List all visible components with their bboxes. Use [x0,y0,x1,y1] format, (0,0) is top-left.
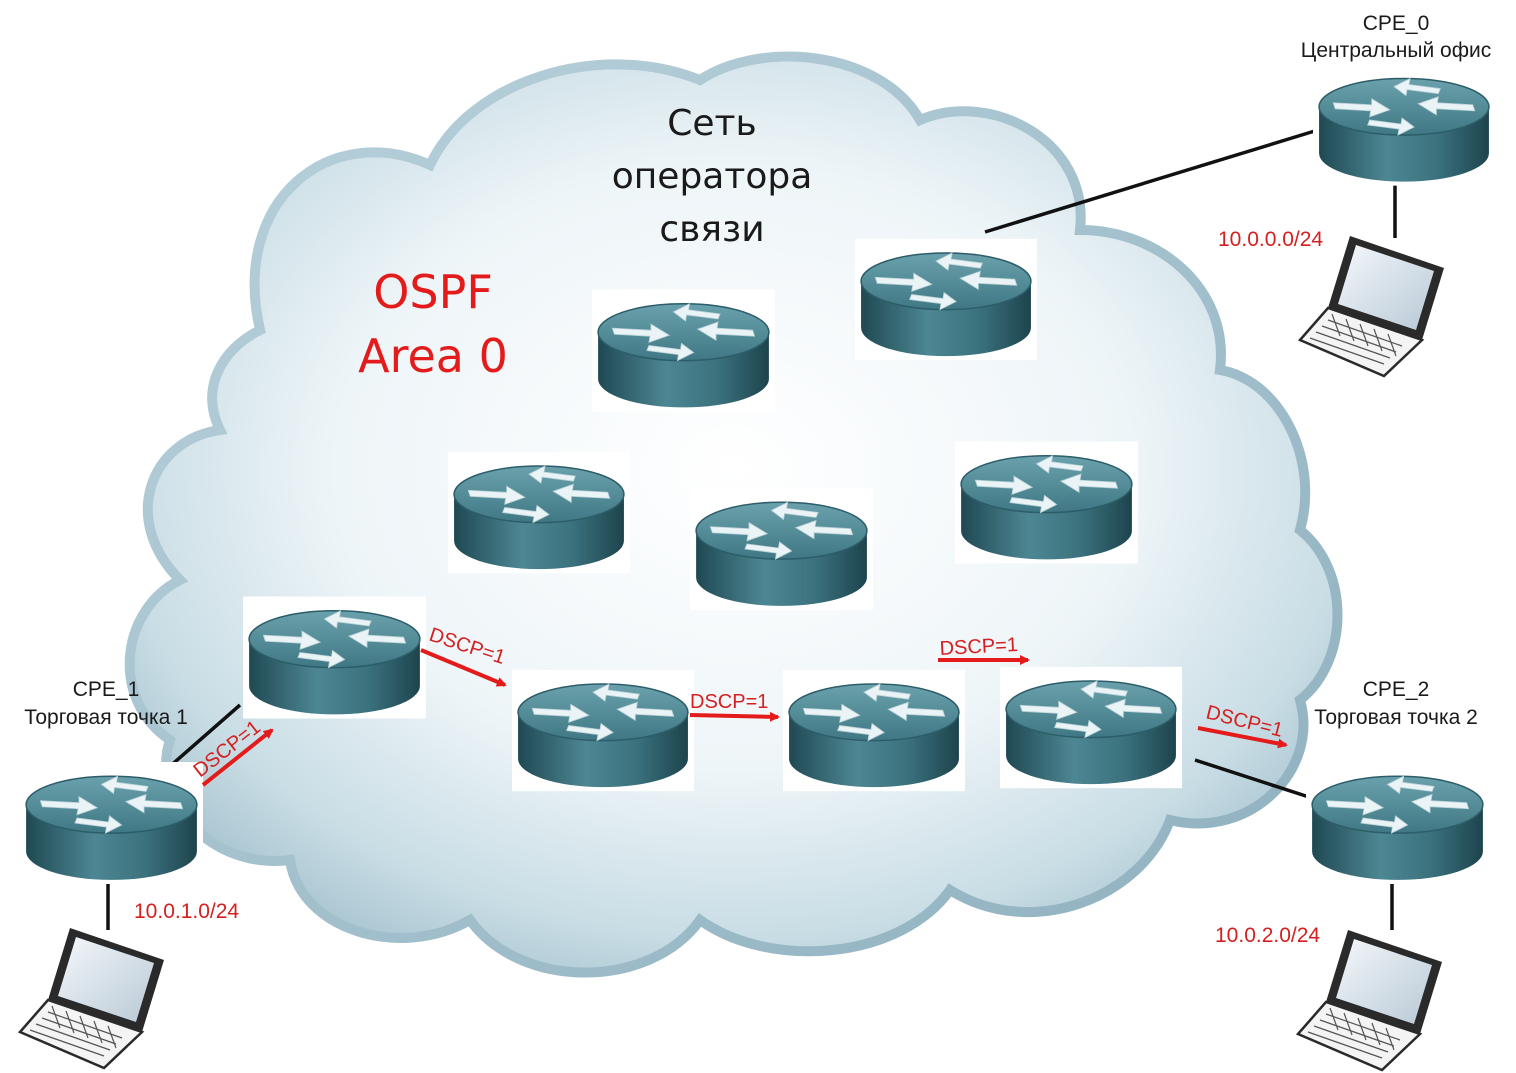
router-icon [243,595,426,720]
cpe1-name: CPE_1 [73,678,140,701]
router-icon [20,762,203,884]
cpe1-subnet: 10.0.1.0/24 [134,900,239,923]
laptop-icon [1298,234,1446,378]
router-icon [955,440,1138,565]
dscp-label: DSCP=1 [939,634,1018,660]
ospf-label: OSPF [373,265,493,319]
cpe0-subnet: 10.0.0.0/24 [1218,228,1323,251]
dscp-arrow [201,728,274,787]
cpe2-name: CPE_2 [1363,678,1430,701]
dscp-arrow [689,711,780,722]
cpe2-desc: Торговая точка 2 [1314,706,1478,729]
router-icon [448,451,630,574]
dscp-arrow [420,648,507,687]
router-icon [1000,666,1182,789]
router-icon [1313,64,1495,186]
router-icon [512,669,694,792]
dscp-label: DSCP=1 [690,691,768,713]
laptop-icon [1296,928,1444,1072]
cpe1-desc: Торговая точка 1 [24,706,188,729]
router-icon [783,669,965,792]
cpe2-subnet: 10.0.2.0/24 [1215,924,1320,947]
cpe0-desc: Центральный офис [1301,39,1491,62]
links [106,128,1397,930]
dscp-arrow [1197,726,1288,749]
router-icon [1306,762,1489,884]
laptop-icon [18,926,166,1070]
cpe0-name: CPE_0 [1363,12,1430,35]
link-core-cpe0 [984,128,1319,234]
cloud-title-line: связи [659,209,764,250]
router-icon [855,238,1037,361]
link-core-cpe2 [1194,758,1313,800]
router-icon [592,288,775,413]
area-label: Area 0 [358,329,508,383]
router-icon [690,487,873,611]
cloud-title-line: оператора [612,156,813,197]
cloud-title-line: Сеть [667,103,756,144]
dscp-arrows [201,648,1288,787]
